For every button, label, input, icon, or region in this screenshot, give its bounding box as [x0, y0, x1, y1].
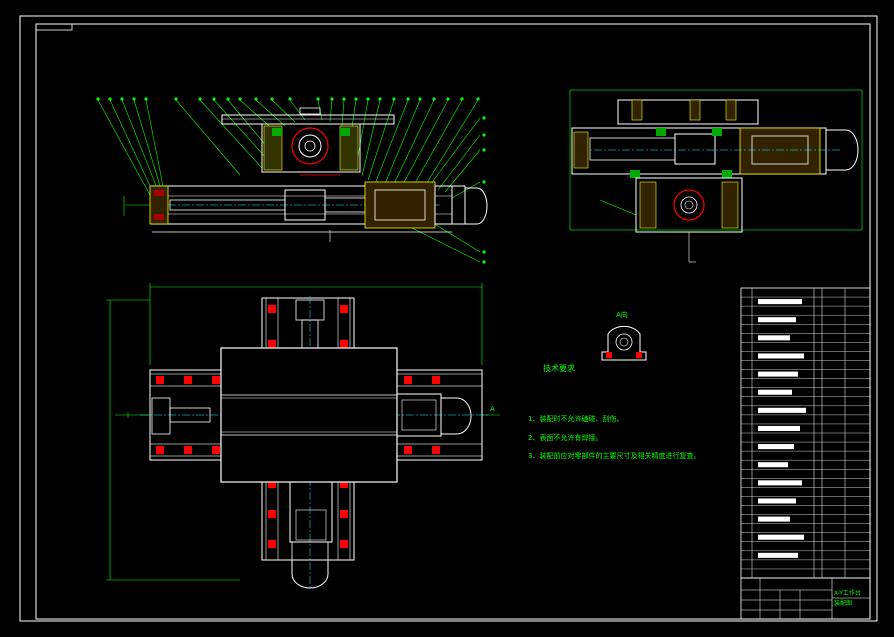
tech-req-item-3: 3、装配前应对零部件的主要尺寸及相关精度进行复查。 — [528, 452, 701, 460]
corner-tag — [35, 23, 73, 31]
parts-row-text-mark — [758, 371, 798, 377]
plan-view — [106, 283, 500, 590]
tech-req-item-2: 2、表面不允许有焊接。 — [528, 434, 603, 442]
parts-row-text-mark — [758, 317, 796, 323]
a-view-detail — [601, 325, 647, 361]
parts-row-text-mark — [758, 444, 794, 450]
parts-row-text-mark — [758, 462, 788, 468]
drawing-name-line1: X-Y工作台 — [834, 590, 861, 597]
parts-row-text-mark — [758, 498, 796, 504]
parts-row-text-mark — [758, 389, 792, 395]
parts-row-text-mark — [758, 480, 802, 486]
parts-row-text-mark — [758, 353, 804, 359]
parts-row-text-mark — [758, 335, 790, 341]
section-a-label: A向 — [616, 311, 628, 319]
side-view — [569, 89, 863, 263]
parts-row-text-mark — [758, 299, 802, 305]
front-view — [96, 97, 488, 264]
parts-row-text-mark — [758, 425, 800, 431]
title-block — [740, 577, 871, 620]
tech-req-title: 技术要求 — [543, 364, 575, 373]
parts-list-rows — [741, 296, 870, 570]
outer-frame — [19, 15, 878, 622]
arrow-a-label: A — [490, 405, 495, 413]
drawing-name-line2: 装配图 — [834, 600, 853, 607]
inner-frame — [35, 23, 871, 620]
parts-row-text-mark — [758, 534, 804, 540]
parts-row-text-mark — [758, 552, 798, 558]
parts-row-text-mark — [758, 407, 806, 413]
parts-row-text-mark — [758, 516, 790, 522]
tech-req-item-1: 1、装配时不允许磕碰、刮伤。 — [528, 415, 624, 423]
